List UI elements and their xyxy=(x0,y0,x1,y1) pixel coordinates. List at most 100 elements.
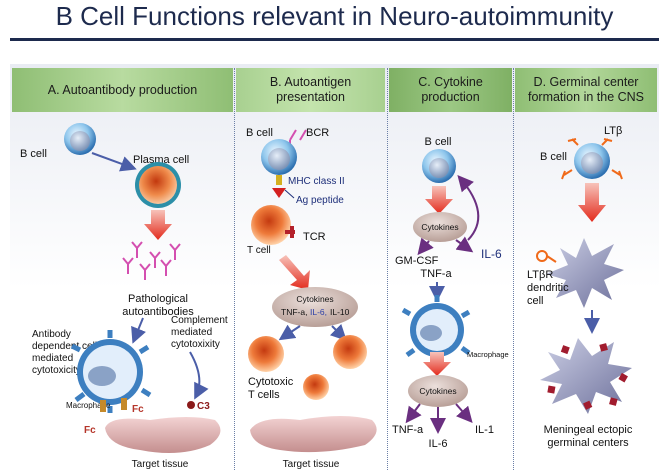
a-target-tissue xyxy=(105,417,221,454)
d-dendritic-label-1: dendritic xyxy=(527,282,569,294)
c-arrow-tnf-bottom xyxy=(405,403,422,424)
b-cytotoxic-cell-3 xyxy=(303,374,329,400)
b-red-arrow xyxy=(279,255,310,290)
a-macrophage-label: Macrophage xyxy=(66,401,111,410)
a-target-label: Target tissue xyxy=(132,459,189,470)
a-adcc-label-1: Antibody xyxy=(32,329,71,340)
b-bcell-label: B cell xyxy=(246,127,273,139)
a-adcc-label-4: cytotoxicity xyxy=(32,365,81,376)
panel-d-graphics: LTβ B cell LTβR dendritic cell xyxy=(527,125,633,449)
c-il1-label: IL-1 xyxy=(475,424,494,436)
d-ltbr-receptor xyxy=(536,250,557,263)
b-bcr-label: BCR xyxy=(306,127,329,139)
c-macrophage-label: Macrophage xyxy=(467,350,509,359)
panel-d-header: D. Germinal center formation in the CNS xyxy=(515,68,657,112)
b-bcr-receptor xyxy=(289,129,307,144)
c-cytokines-oval-2 xyxy=(408,375,468,407)
a-fc-label-1: Fc xyxy=(84,425,96,436)
b-tcr-label: TCR xyxy=(303,231,326,243)
d-ltbeta-receptors xyxy=(561,138,623,180)
b-cytotoxic-label-2: T cells xyxy=(248,389,280,401)
a-adcc-label-2: dependent cell xyxy=(32,341,97,352)
a-plasma-cell xyxy=(135,162,181,208)
a-arrow-bcell-plasma xyxy=(91,152,137,172)
b-cyt-il10: IL-10 xyxy=(330,307,350,317)
c-bcell-label: B cell xyxy=(425,136,452,148)
a-plasma-label: Plasma cell xyxy=(133,154,189,166)
d-dendritic-cell xyxy=(546,238,624,308)
c-red-arrow-2 xyxy=(423,352,451,376)
a-arrow-complement xyxy=(189,351,209,400)
b-ag-label: Ag peptide xyxy=(296,195,344,206)
a-macrophage xyxy=(70,330,152,413)
b-target-tissue xyxy=(250,416,377,453)
a-antibodies xyxy=(122,241,181,280)
separator-cd xyxy=(513,68,514,470)
panel-a-header: A. Autoantibody production xyxy=(12,68,233,112)
b-mhc-label: MHC class II xyxy=(288,176,345,187)
panel-c-graphics: B cell Cytokines IL-6 GM-CSF TNF-a Macro… xyxy=(392,136,509,450)
b-mhc-molecule xyxy=(276,175,282,185)
c-cytokines-oval-1 xyxy=(413,212,467,242)
a-comp-label-1: Complement xyxy=(171,315,228,326)
a-arrow-adcc xyxy=(131,317,146,344)
d-dendritic-label-2: cell xyxy=(527,295,544,307)
a-b-cell xyxy=(64,123,96,155)
panel-b-header: B. Autoantigen presentation xyxy=(236,68,385,112)
b-tcr-receptor xyxy=(285,226,295,238)
b-cyt-tnf: TNF-a, xyxy=(281,307,307,317)
separator-bc xyxy=(387,68,388,470)
panel-c-header: C. Cytokine production xyxy=(389,68,512,112)
b-arrow-right xyxy=(329,323,347,341)
a-adcc-label-3: mediated xyxy=(32,353,73,364)
b-target-label: Target tissue xyxy=(283,459,340,470)
b-cytotoxic-label-1: Cytotoxic xyxy=(248,376,294,388)
c-macrophage xyxy=(401,295,471,358)
c-tnf-top-label: TNF-a xyxy=(420,268,452,280)
c-tnf-bottom-label: TNF-a xyxy=(392,424,424,436)
b-arrow-left xyxy=(278,324,301,341)
c-arrow-il1 xyxy=(455,403,473,424)
c-cytokines-label-2: Cytokines xyxy=(419,386,456,396)
c-arrow-gmcsf xyxy=(417,237,434,256)
a-red-arrow xyxy=(144,210,172,240)
panel-b-graphics: B cell BCR MHC class II Ag peptide TCR T… xyxy=(246,127,377,470)
b-cyt-il6: IL-6, xyxy=(310,307,327,317)
b-cytotoxic-cell-1 xyxy=(248,336,284,372)
c-b-cell xyxy=(422,149,456,183)
separator-ab xyxy=(234,68,235,470)
a-comp-label-2: mediated xyxy=(171,327,212,338)
d-bcell-label: B cell xyxy=(540,151,567,163)
a-pathological-label: Pathological xyxy=(128,293,188,305)
panel-a-graphics: B cell Plasma cell Pathological autoanti… xyxy=(20,123,228,470)
a-c3-dot xyxy=(187,401,195,409)
b-cytokines-label: Cytokines xyxy=(296,294,333,304)
d-ltbr-label: LTβR xyxy=(527,269,553,281)
d-red-arrow xyxy=(578,183,606,222)
b-t-cell xyxy=(251,205,291,245)
d-ltbeta-label: LTβ xyxy=(604,125,622,137)
b-ag-pointer xyxy=(284,189,295,199)
d-meningeal-label-2: germinal centers xyxy=(547,437,629,449)
c-arrow-il6 xyxy=(455,236,474,253)
b-ag-peptide xyxy=(272,188,286,198)
c-gmcsf-label: GM-CSF xyxy=(395,255,439,267)
c-cytokines-label-1: Cytokines xyxy=(421,222,458,232)
c-red-arrow-1 xyxy=(425,186,453,214)
c-feedback-arrow xyxy=(457,174,480,241)
b-b-cell xyxy=(261,139,297,175)
title-rule xyxy=(10,38,659,41)
a-bcell-label: B cell xyxy=(20,148,47,160)
a-autoantibodies-label: autoantibodies xyxy=(122,306,194,318)
c-il6-top-label: IL-6 xyxy=(481,247,502,261)
a-comp-label-3: cytotoxixity xyxy=(171,339,220,350)
a-fc-receptors xyxy=(100,398,127,412)
a-fc-label-2: Fc xyxy=(132,404,144,415)
page-title: B Cell Functions relevant in Neuro-autoi… xyxy=(55,1,614,31)
d-meningeal-label-1: Meningeal ectopic xyxy=(544,424,633,436)
a-c3-label: C3 xyxy=(197,401,210,412)
b-cytokines-oval xyxy=(272,287,358,327)
c-il6-bottom-label: IL-6 xyxy=(429,438,448,450)
d-b-cell xyxy=(574,143,610,179)
